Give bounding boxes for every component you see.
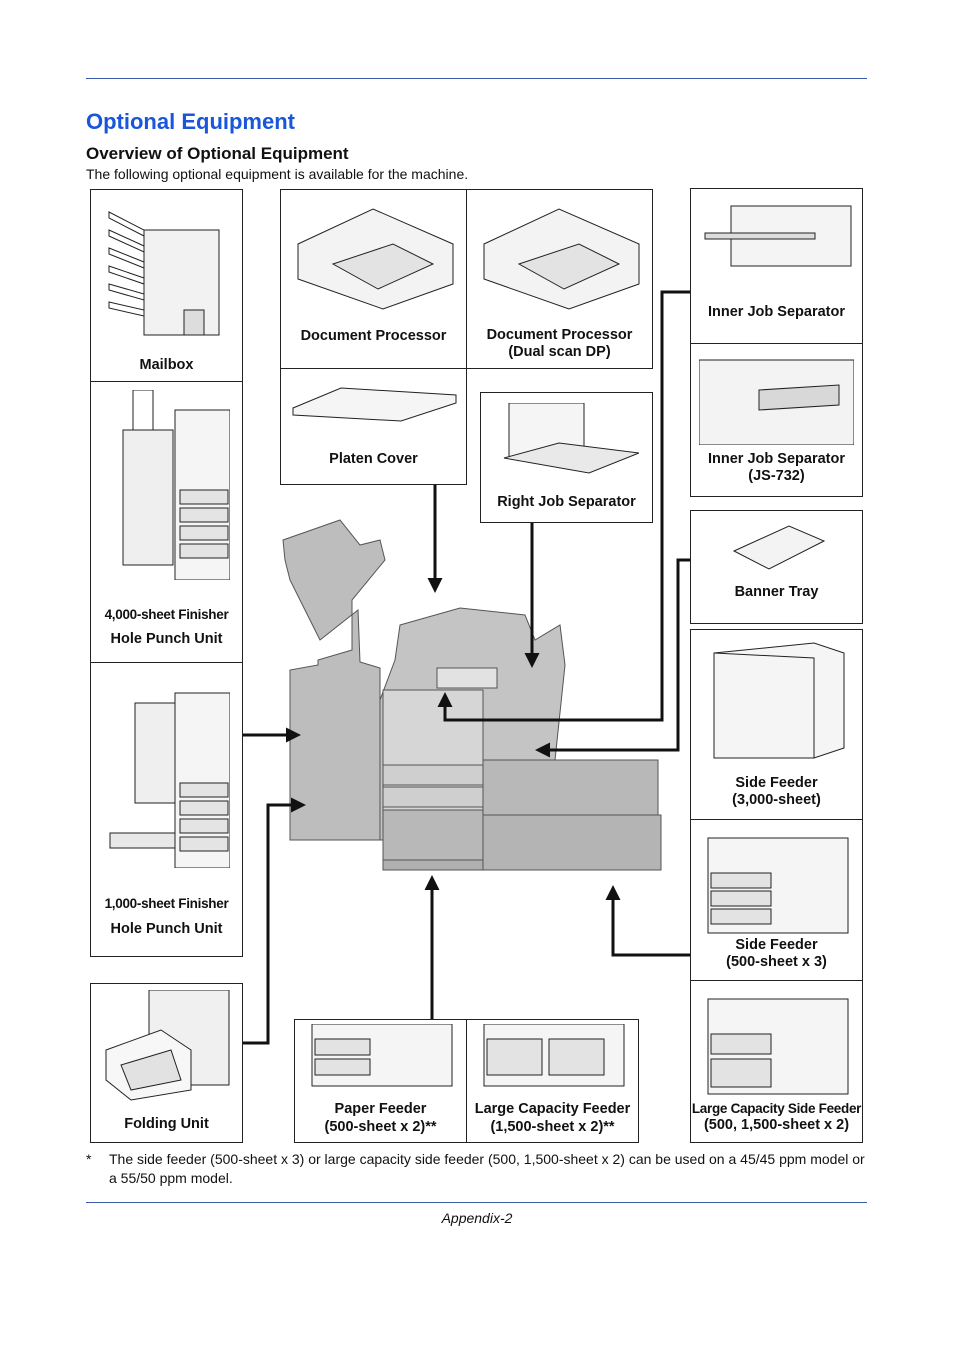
platen-cover-label: Platen Cover [329, 451, 418, 467]
folding-unit-illustration [101, 990, 234, 1108]
side-feeder-500-panel: Side Feeder (500-sheet x 3) [690, 819, 863, 981]
right-job-separator-panel: Right Job Separator [480, 392, 653, 523]
banner-tray-label: Banner Tray [734, 584, 819, 600]
finisher-4000-illustration [105, 390, 230, 580]
mailbox-label: Mailbox [139, 357, 194, 373]
page-number: Appendix-2 [441, 1210, 513, 1226]
finisher-1000-label: 1,000-sheet Finisher [104, 896, 229, 911]
inner-job-separator-js732-label-1: Inner Job Separator [708, 451, 845, 467]
large-capacity-feeder-panel: Large Capacity Feeder (1,500-sheet x 2)*… [466, 1019, 639, 1143]
intro-text: The following optional equipment is avai… [86, 166, 469, 182]
side-feeder-500-illustration [703, 828, 853, 936]
banner-tray-illustration [729, 521, 829, 571]
large-capacity-side-feeder-illustration [703, 989, 853, 1097]
side-feeder-3000-illustration [709, 638, 849, 763]
document-processor-dual-illustration [479, 204, 641, 314]
mailbox-panel: Mailbox [90, 189, 243, 382]
large-capacity-feeder-label-1: Large Capacity Feeder [474, 1101, 631, 1117]
main-machine-silhouette [380, 608, 661, 870]
arrow-banner [535, 560, 690, 758]
inner-job-separator-js732-label-2: (JS-732) [748, 468, 805, 484]
finisher-silhouette [283, 520, 385, 840]
document-processor-panel: Document Processor [280, 189, 467, 369]
arrow-folding [242, 797, 306, 1043]
section-subtitle: Overview of Optional Equipment [86, 144, 349, 163]
top-rule [86, 78, 867, 79]
large-capacity-side-feeder-label-2: (500, 1,500-sheet x 2) [703, 1117, 850, 1133]
paper-feeder-label-1: Paper Feeder [334, 1101, 427, 1117]
document-processor-illustration [293, 204, 455, 314]
hole-punch-label-1: Hole Punch Unit [110, 631, 223, 647]
connector-arrows [242, 292, 690, 1043]
paper-feeder-label-2: (500-sheet x 2)** [324, 1119, 437, 1135]
finisher-1000-illustration [105, 673, 230, 868]
large-capacity-side-feeder-label-1: Large Capacity Side Feeder [691, 1101, 862, 1116]
bottom-rule [86, 1202, 867, 1203]
paper-feeder-illustration [307, 1024, 457, 1094]
right-job-separator-illustration [499, 403, 639, 478]
document-processor-dual-panel: Document Processor (Dual scan DP) [466, 189, 653, 369]
footnote-text: The side feeder (500-sheet x 3) or large… [109, 1151, 865, 1186]
mailbox-illustration [99, 200, 236, 350]
banner-tray-panel: Banner Tray [690, 510, 863, 624]
footnote-marker: * [86, 1151, 92, 1167]
hole-punch-label-2: Hole Punch Unit [110, 921, 223, 937]
paper-feeder-panel: Paper Feeder (500-sheet x 2)** [294, 1019, 467, 1143]
large-capacity-feeder-illustration [479, 1024, 629, 1094]
platen-cover-illustration [291, 383, 458, 423]
inner-job-separator-illustration [703, 201, 853, 276]
finisher-4000-label: 4,000-sheet Finisher [104, 607, 229, 622]
finisher-1000-panel: 1,000-sheet Finisher Hole Punch Unit [90, 662, 243, 957]
finisher-4000-panel: 4,000-sheet Finisher Hole Punch Unit [90, 381, 243, 663]
folding-unit-panel: Folding Unit [90, 983, 243, 1143]
document-processor-label: Document Processor [300, 328, 447, 344]
inner-job-separator-label: Inner Job Separator [708, 304, 845, 320]
document-processor-dual-label-2: (Dual scan DP) [508, 344, 611, 360]
large-capacity-side-feeder-panel: Large Capacity Side Feeder (500, 1,500-s… [690, 980, 863, 1143]
side-feeder-3000-panel: Side Feeder (3,000-sheet) [690, 629, 863, 820]
inner-job-separator-js732-panel: Inner Job Separator (JS-732) [690, 343, 863, 497]
arrow-sidefeeder [605, 885, 690, 955]
side-feeder-3000-label-1: Side Feeder [735, 775, 818, 791]
platen-cover-panel: Platen Cover [280, 368, 467, 485]
side-feeder-3000-label-2: (3,000-sheet) [732, 792, 821, 808]
inner-job-separator-js732-illustration [699, 350, 854, 445]
page-title: Optional Equipment [86, 109, 295, 134]
inner-job-separator-panel: Inner Job Separator [690, 188, 863, 344]
large-capacity-feeder-label-2: (1,500-sheet x 2)** [490, 1119, 615, 1135]
side-feeder-500-label-2: (500-sheet x 3) [726, 954, 827, 970]
document-processor-dual-label-1: Document Processor [486, 327, 633, 343]
arrow-innerjob [437, 292, 690, 720]
side-feeder-500-label-1: Side Feeder [735, 937, 818, 953]
right-job-separator-label: Right Job Separator [497, 494, 636, 510]
folding-unit-label: Folding Unit [124, 1116, 209, 1132]
